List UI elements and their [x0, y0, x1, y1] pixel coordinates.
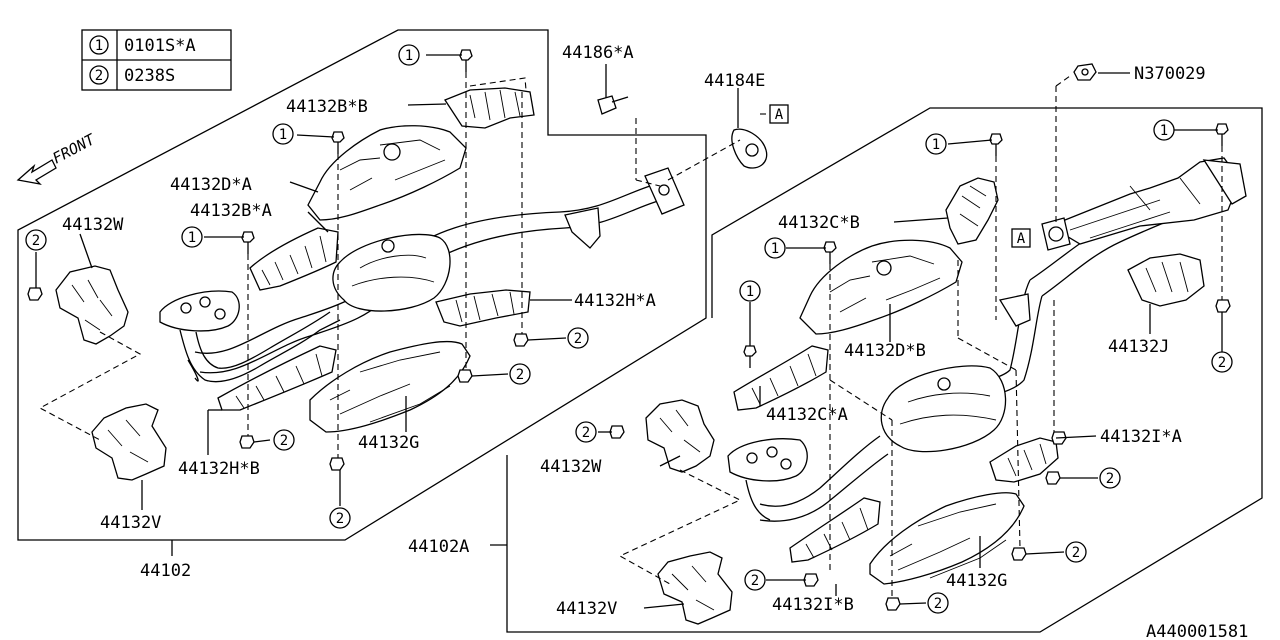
heat-shield-44132V-left	[91, 403, 167, 481]
svg-text:2: 2	[934, 596, 942, 612]
svg-text:2: 2	[32, 233, 40, 249]
svg-text:2: 2	[516, 367, 524, 383]
label-44132IA: 44132I*A	[1100, 427, 1182, 447]
legend-num-1: 1	[95, 38, 103, 54]
heat-shield-44132IB	[789, 497, 881, 563]
heat-shield-44132CB	[945, 177, 999, 245]
left-assembly-border	[17, 29, 707, 541]
legend-code-2: 0238S	[124, 66, 175, 86]
diagram-id: A440001581	[1146, 622, 1248, 640]
label-44132V-left: 44132V	[100, 513, 161, 533]
label-44132CA: 44132C*A	[766, 405, 848, 425]
label-44102: 44102	[140, 561, 191, 581]
label-44132G-right: 44132G	[946, 571, 1007, 591]
heat-shield-44132DA	[307, 125, 467, 221]
svg-text:2: 2	[336, 511, 344, 527]
callout-1-a	[398, 44, 420, 66]
label-44132V-right: 44132V	[556, 599, 617, 619]
legend-table: 1 0101S*A 2 0238S	[81, 29, 232, 91]
label-44132IB: 44132I*B	[772, 595, 854, 615]
heat-shield-44132IA	[989, 437, 1059, 483]
left-fasteners	[27, 49, 768, 471]
svg-text:A: A	[1017, 231, 1026, 247]
left-callouts: 1 1 1 2 2 2 2 2	[25, 44, 589, 529]
right-exhaust-pipe	[727, 157, 1247, 522]
label-44132HB: 44132H*B	[178, 459, 260, 479]
right-assembly-border	[506, 107, 1263, 633]
svg-text:2: 2	[1218, 355, 1226, 371]
right-fasteners	[609, 63, 1231, 611]
svg-text:2: 2	[751, 573, 759, 589]
heat-shield-44132J	[1127, 253, 1205, 307]
legend-num-2: 2	[95, 68, 103, 84]
front-arrow-icon: FRONT	[16, 130, 99, 186]
svg-text:2: 2	[582, 425, 590, 441]
label-N370029: N370029	[1134, 64, 1206, 84]
label-44132J: 44132J	[1108, 337, 1169, 357]
svg-text:2: 2	[1106, 471, 1114, 487]
svg-text:1: 1	[932, 137, 940, 153]
label-44132HA: 44132H*A	[574, 291, 656, 311]
front-label: FRONT	[49, 130, 98, 168]
ref-box-a-left: A	[760, 104, 789, 124]
left-exhaust-pipe	[159, 167, 685, 383]
svg-text:1: 1	[771, 241, 779, 257]
legend-code-1: 0101S*A	[124, 36, 196, 56]
svg-text:1: 1	[746, 284, 754, 300]
label-44132CB: 44132C*B	[778, 213, 860, 233]
svg-text:1: 1	[1160, 123, 1168, 139]
heat-shield-44132CA	[733, 345, 829, 411]
svg-text:2: 2	[1072, 545, 1080, 561]
right-leader-lines	[490, 72, 1223, 609]
heat-shield-44132V-right	[657, 551, 733, 625]
left-leader-lines	[35, 54, 739, 556]
svg-text:2: 2	[574, 331, 582, 347]
label-44132DA: 44132D*A	[170, 175, 252, 195]
label-44132BA: 44132B*A	[190, 201, 272, 221]
heat-shield-44132BB	[444, 77, 535, 129]
label-44132G-left: 44132G	[358, 433, 419, 453]
svg-text:1: 1	[188, 230, 196, 246]
label-44184E: 44184E	[704, 71, 765, 91]
label-44132BB: 44132B*B	[286, 97, 368, 117]
heat-shield-44132G-right	[869, 492, 1025, 585]
label-44132W-right: 44132W	[540, 457, 602, 477]
label-44102A: 44102A	[408, 537, 469, 557]
left-guide-lines	[38, 72, 741, 458]
label-44132DB: 44132D*B	[844, 341, 926, 361]
heat-shield-44132W-left	[55, 265, 129, 345]
heat-shield-44132G-left	[309, 340, 471, 433]
heat-shield-44132BA	[249, 227, 339, 291]
right-guide-lines	[618, 75, 1223, 598]
right-callouts: 1 1 1 1 2 2 2 2 2 2	[575, 119, 1233, 614]
svg-text:1: 1	[405, 48, 413, 64]
heat-shield-44132HA	[435, 289, 531, 327]
svg-text:A: A	[775, 107, 784, 123]
ref-box-a-right: A	[1011, 228, 1031, 248]
heat-shield-44132DB	[799, 239, 963, 335]
label-44186A: 44186*A	[562, 43, 634, 63]
svg-text:2: 2	[280, 433, 288, 449]
heat-shield-44132W-right	[645, 399, 715, 473]
svg-text:1: 1	[279, 127, 287, 143]
label-44132W-left: 44132W	[62, 215, 124, 235]
